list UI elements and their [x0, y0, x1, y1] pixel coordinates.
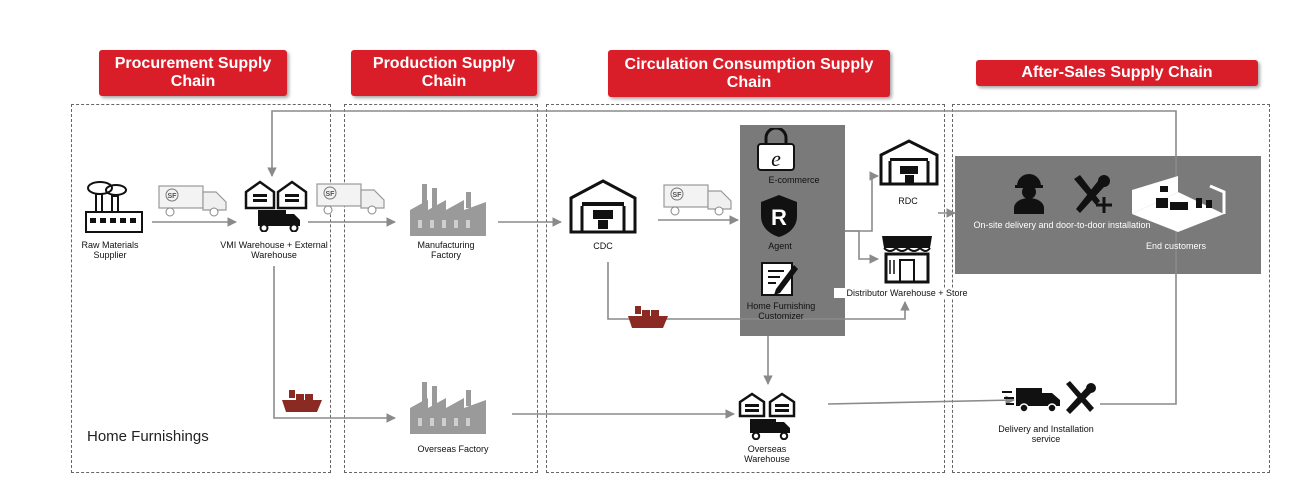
header-production: Production Supply Chain [351, 50, 537, 96]
truck-badge-3: SF [673, 192, 683, 199]
node-ecommerce: E-commerce [768, 175, 820, 185]
node-overseas-factory: Overseas Factory [417, 444, 489, 454]
line-delivery-to-loop [1100, 275, 1177, 405]
truck-icon-3: SF [663, 184, 732, 216]
node-distributor: Distributor Warehouse + Store [834, 288, 980, 298]
line-cdc-export [607, 262, 910, 320]
truck-badge-2: SF [326, 191, 336, 198]
overseas-factory-icon [410, 382, 486, 434]
rdc-warehouse-icon [879, 139, 939, 186]
ship-icon-1 [282, 390, 322, 412]
header-circulation: Circulation Consumption Supply Chain [608, 50, 890, 97]
line-channels-to-rdc [845, 171, 879, 232]
node-vmi-warehouse: VMI Warehouse + External Warehouse [220, 240, 328, 260]
line-channels-to-distributor [845, 230, 879, 264]
vmi-warehouse-icon [244, 180, 308, 232]
cdc-warehouse-icon [569, 179, 637, 234]
overseas-warehouse-icon [738, 392, 796, 440]
line-overseas-to-delivery [827, 395, 1015, 405]
header-after-sales: After-Sales Supply Chain [976, 60, 1258, 86]
agent-letter: R [771, 205, 787, 230]
node-home-furnishing-customizer: Home Furnishing Customizer [746, 301, 816, 321]
node-end-customers: End customers [1145, 241, 1207, 251]
node-manufacturing-factory: Manufacturing Factory [417, 240, 475, 260]
node-onsite-delivery: On-site delivery and door-to-door instal… [973, 220, 1151, 230]
line-vmi-to-overseas-factory [273, 266, 396, 423]
manufacturing-factory-icon [410, 184, 486, 236]
node-delivery-installation: Delivery and Installation service [998, 424, 1094, 444]
wrench-screwdriver-icon [1066, 381, 1096, 414]
node-overseas-warehouse: Overseas Warehouse [744, 444, 790, 464]
end-customers-room-icon [1132, 176, 1226, 232]
node-rdc: RDC [898, 196, 918, 206]
tools-plus-icon [1074, 175, 1112, 213]
store-icon [882, 236, 932, 284]
truck-icon-2: SF [316, 183, 385, 215]
truck-icon-1: SF [158, 185, 227, 217]
node-cdc: CDC [593, 241, 613, 251]
customizer-icon [761, 262, 798, 296]
zone-procurement [71, 104, 331, 473]
node-agent: Agent [768, 241, 792, 251]
header-procurement: Procurement Supply Chain [99, 50, 287, 96]
ecommerce-icon: e [757, 128, 795, 171]
truck-badge-1: SF [168, 193, 178, 200]
ship-icon-2 [628, 306, 668, 328]
ecommerce-letter: e [771, 146, 781, 171]
agent-icon: R [761, 195, 797, 237]
home-furnishings-label: Home Furnishings [87, 428, 209, 445]
zone-production [344, 104, 538, 473]
delivery-person-icon [1014, 174, 1044, 214]
node-raw-materials: Raw Materials Supplier [81, 240, 139, 260]
fast-truck-icon [1002, 388, 1060, 413]
factory-icon [85, 181, 143, 233]
